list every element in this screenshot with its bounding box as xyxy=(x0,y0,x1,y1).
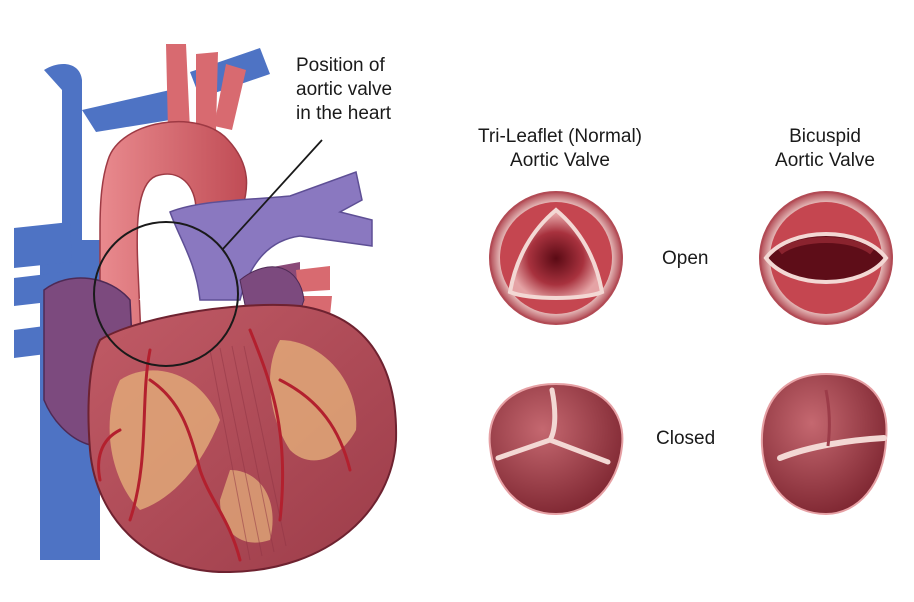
tri-leaflet-closed-valve xyxy=(488,382,624,516)
tri-leaflet-open-valve xyxy=(489,191,623,325)
callout-label: Position of aortic valve in the heart xyxy=(296,54,392,126)
closed-row-label: Closed xyxy=(656,428,716,449)
bicuspid-header-line-1: Bicuspid xyxy=(789,126,861,147)
pulmonary-artery xyxy=(169,171,373,301)
bicuspid-header-line-2: Aortic Valve xyxy=(775,150,875,171)
callout-line-1: Position of xyxy=(296,55,385,76)
tri-leaflet-column-header: Tri-Leaflet (Normal) Aortic Valve xyxy=(455,125,665,173)
open-row-label: Open xyxy=(662,248,709,269)
heart-drawing xyxy=(14,44,398,574)
tri-leaflet-header-line-1: Tri-Leaflet (Normal) xyxy=(478,126,642,147)
tri-leaflet-header-line-2: Aortic Valve xyxy=(510,150,610,171)
bicuspid-open-valve xyxy=(759,191,893,325)
bicuspid-column-header: Bicuspid Aortic Valve xyxy=(745,125,905,173)
aorta xyxy=(99,120,248,361)
callout-leader-line xyxy=(221,139,323,251)
callout-line-2: aortic valve xyxy=(296,79,393,100)
valve-position-circle xyxy=(93,221,239,367)
vena-cava xyxy=(44,64,82,240)
callout-line-3: in the heart xyxy=(296,103,392,124)
bicuspid-closed-valve xyxy=(760,372,888,516)
